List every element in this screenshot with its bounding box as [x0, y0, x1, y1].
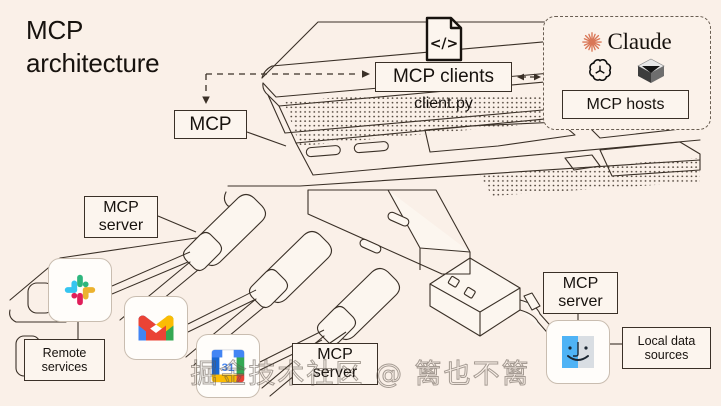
page-title-line1: MCP: [26, 15, 84, 45]
box-mcp-server-right[interactable]: MCP server: [543, 272, 618, 314]
usb-a-connector-illustration: [429, 257, 557, 339]
box-mcp-server-left-line1: MCP: [103, 199, 139, 217]
host-logos-row: [556, 55, 696, 87]
claude-starburst-icon: [581, 32, 602, 52]
usb-c-connector-illustration: [119, 193, 267, 329]
box-mcp-clients[interactable]: MCP clients: [375, 62, 512, 92]
page-title: MCP architecture: [26, 14, 256, 81]
finder-logo-icon: [562, 336, 594, 368]
box-mcp-hosts[interactable]: MCP hosts: [562, 90, 689, 119]
box-mcp-server-mid[interactable]: MCP server: [292, 343, 378, 385]
watermark-text: 掘金技术社区 @ 篱也不篱: [190, 359, 531, 391]
claude-wordmark: Claude: [607, 29, 672, 54]
box-mcp-server-right-line1: MCP: [562, 275, 599, 293]
svg-text:</>: </>: [430, 36, 459, 52]
box-remote-services[interactable]: Remote services: [24, 339, 105, 381]
client-py-label: client.py: [414, 95, 473, 112]
box-remote-services-line1: Remote: [42, 346, 87, 360]
box-mcp-server-mid-line2: server: [312, 364, 358, 381]
cube-logo-icon: [637, 58, 665, 83]
box-mcp-server-left[interactable]: MCP server: [84, 196, 158, 238]
app-tile-slack[interactable]: [48, 258, 112, 322]
box-local-data-sources-line1: Local data: [637, 334, 696, 348]
slack-logo-icon: [64, 274, 96, 306]
claude-brand-row: Claude: [556, 28, 696, 56]
svg-text:31: 31: [222, 362, 235, 374]
app-tile-google-calendar[interactable]: 31: [196, 334, 260, 398]
box-mcp-label: MCP: [189, 113, 232, 135]
usb-c-connector-illustration: [185, 230, 333, 366]
app-tile-finder[interactable]: [546, 320, 610, 384]
code-document-icon: </>: [425, 16, 463, 62]
box-mcp-hosts-label: MCP hosts: [586, 95, 665, 113]
arrowhead-down-icon: [202, 96, 210, 104]
box-local-data-sources[interactable]: Local data sources: [622, 327, 711, 369]
page-title-line2: architecture: [26, 48, 160, 79]
app-tile-gmail[interactable]: [124, 296, 188, 360]
box-mcp-server-left-line2: server: [98, 217, 144, 234]
box-mcp-clients-label: MCP clients: [392, 66, 494, 88]
gmail-logo-icon: [138, 315, 174, 341]
arrowhead-right-icon: [534, 73, 541, 81]
arrowhead-right-icon: [362, 70, 370, 78]
box-mcp-server-mid-line1: MCP: [317, 346, 353, 364]
google-calendar-logo-icon: 31: [211, 349, 245, 383]
openai-logo-icon: [589, 58, 612, 82]
arrowhead-left-icon: [517, 73, 524, 81]
box-mcp-server-right-line2: server: [558, 293, 603, 310]
box-local-data-sources-line2: sources: [644, 348, 689, 362]
box-remote-services-line2: services: [41, 360, 88, 374]
box-mcp[interactable]: MCP: [174, 110, 247, 139]
